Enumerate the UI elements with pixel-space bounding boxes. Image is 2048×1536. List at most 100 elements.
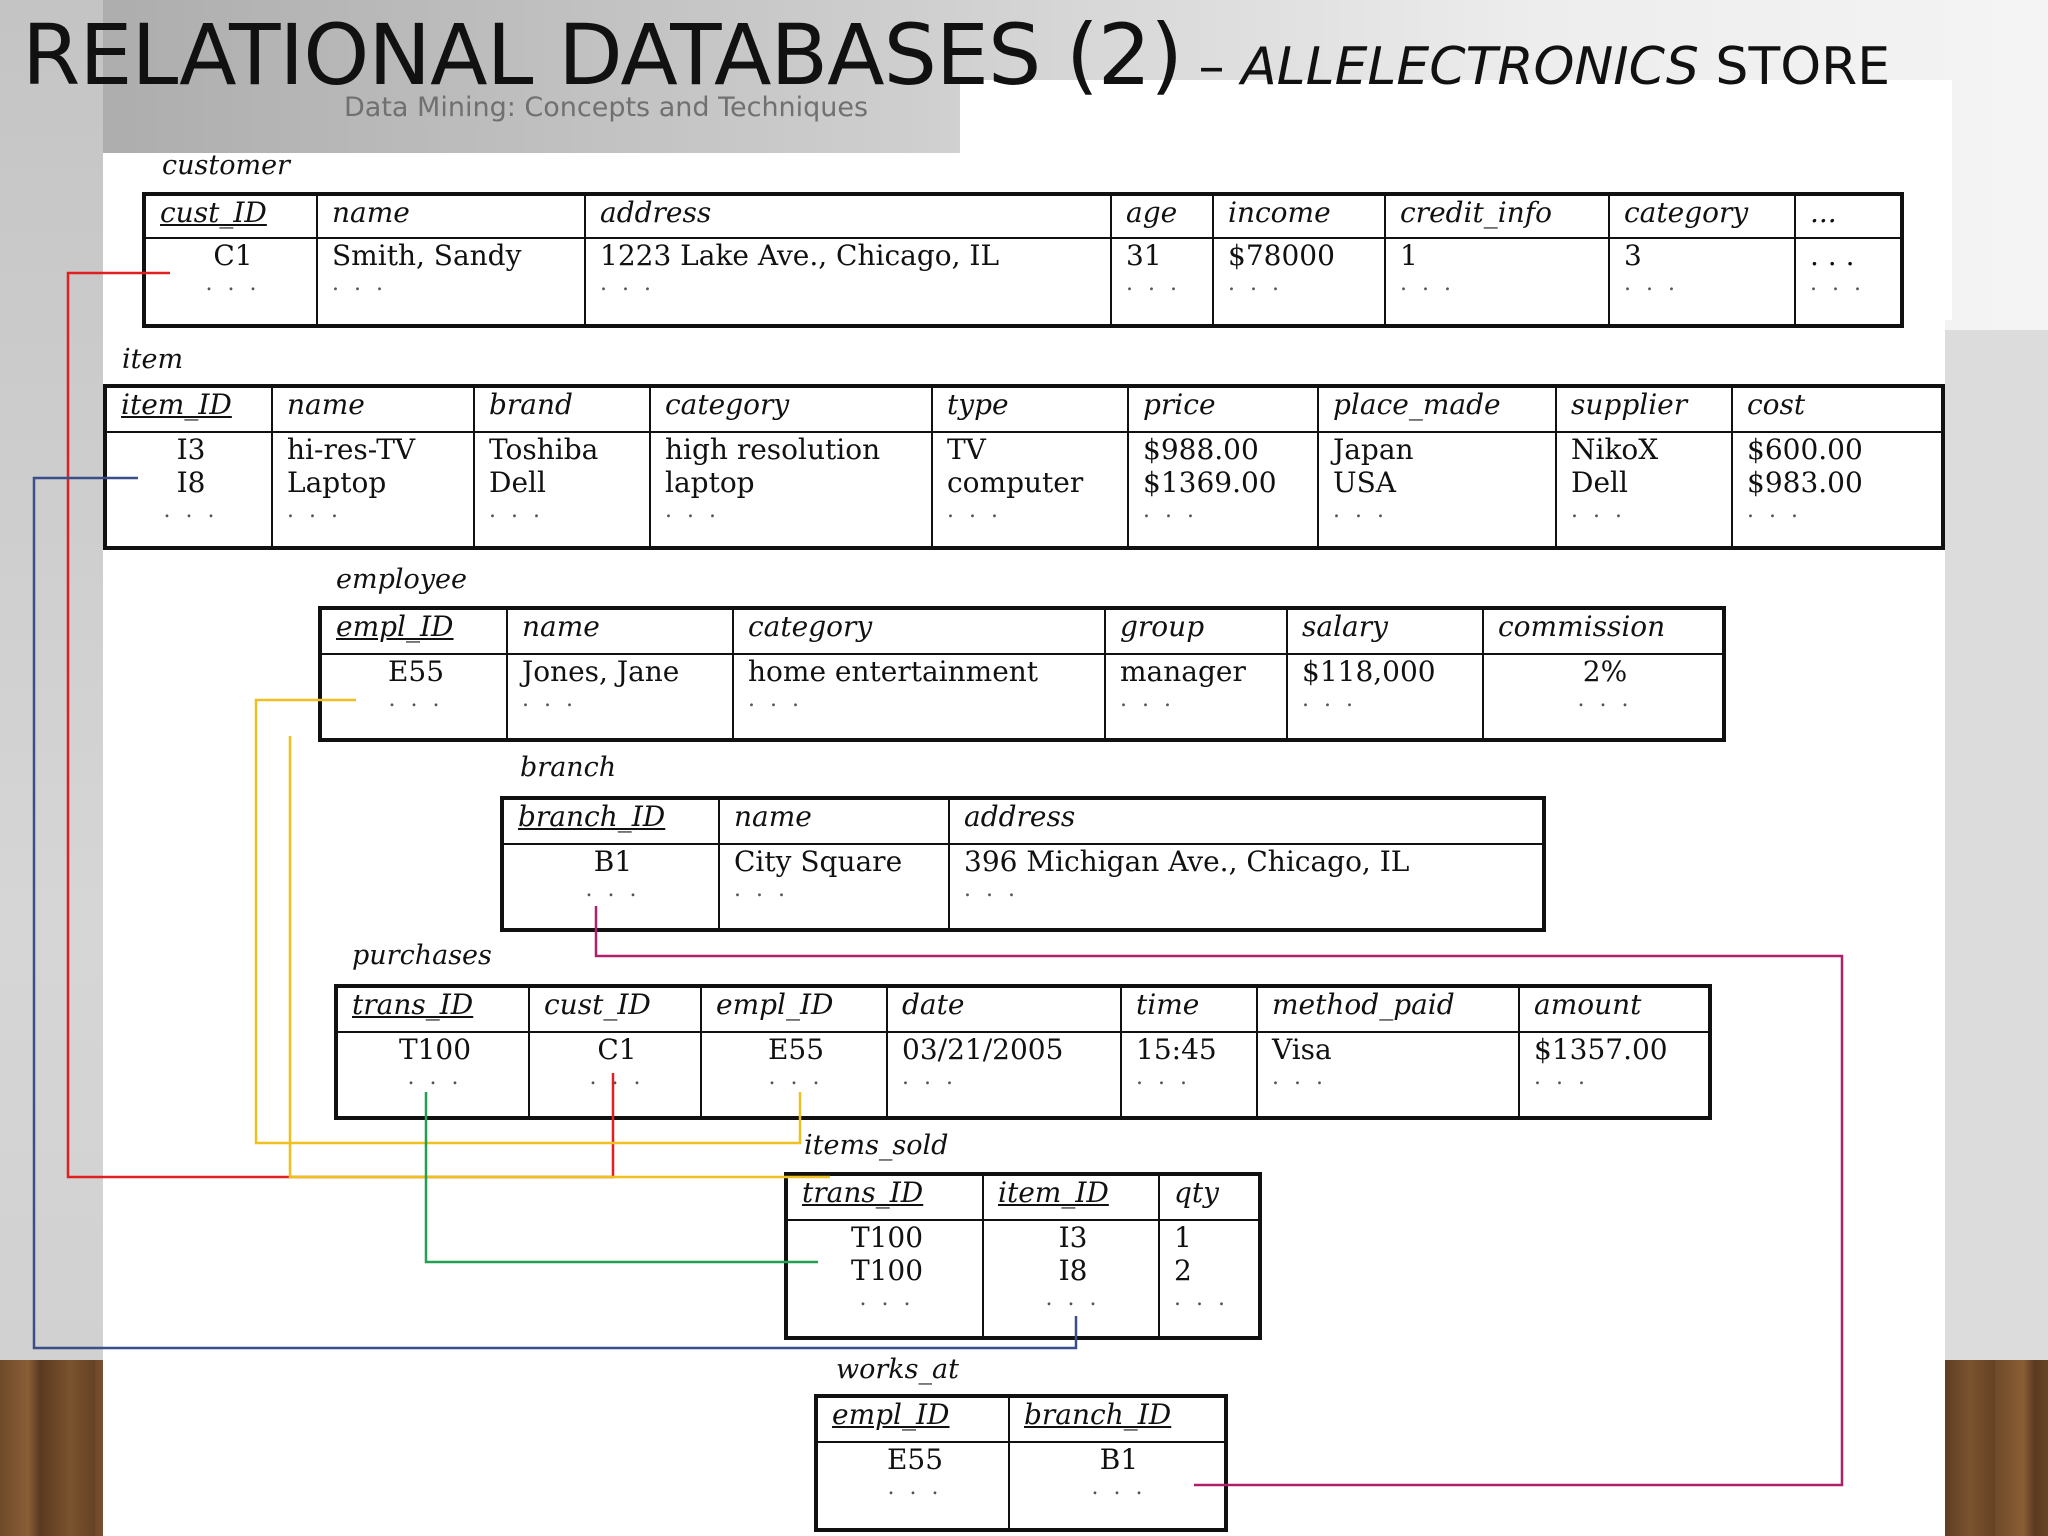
column-header: name: [506, 608, 734, 655]
customer-link-line: [66, 271, 615, 1179]
table-cell: Visa. . .: [1256, 1032, 1520, 1118]
table-cell: manager. . .: [1104, 654, 1288, 740]
table-name-branch: branch: [520, 752, 617, 783]
table-cell: Jones, Jane. . .: [506, 654, 734, 740]
table-cell: T100. . .: [335, 1032, 530, 1118]
table-name-customer: customer: [162, 150, 290, 181]
column-header: item_ID: [104, 386, 273, 433]
slide-title-dash: –: [1182, 37, 1242, 97]
column-header: category: [1608, 194, 1796, 239]
column-header: time: [1120, 986, 1258, 1033]
column-header: type: [931, 386, 1129, 433]
column-header: credit_info: [1384, 194, 1610, 239]
table-name-works-at: works_at: [836, 1354, 959, 1385]
table-cell: B1. . .: [1008, 1442, 1227, 1530]
customer-table: cust_ID name address age income credit_i…: [142, 192, 1904, 328]
column-header: cost: [1731, 386, 1944, 433]
table-row: E55. . . B1. . .: [815, 1442, 1227, 1530]
table-row: T100. . . C1. . . E55. . . 03/21/2005. .…: [335, 1032, 1711, 1118]
table-cell: $118,000. . .: [1286, 654, 1484, 740]
column-header: trans_ID: [785, 1174, 984, 1221]
column-header: empl_ID: [700, 986, 888, 1033]
table-name-items-sold: items_sold: [804, 1130, 949, 1161]
column-header: category: [649, 386, 933, 433]
table-cell: C1. . .: [528, 1032, 702, 1118]
column-header: ...: [1794, 194, 1903, 239]
column-header: salary: [1286, 608, 1484, 655]
column-header: supplier: [1555, 386, 1733, 433]
column-header: name: [316, 194, 586, 239]
table-name-purchases: purchases: [352, 940, 492, 971]
column-header: address: [584, 194, 1112, 239]
slide-subtitle: Data Mining: Concepts and Techniques: [344, 92, 869, 123]
slide-title: RELATIONAL DATABASES (2) – ALLELECTRONIC…: [22, 6, 1890, 104]
background-left-strip: [0, 0, 103, 1536]
transaction-link-line: [424, 1092, 818, 1264]
works-at-table: empl_ID branch_ID E55. . . B1. . .: [814, 1394, 1228, 1532]
employee-table: empl_ID name category group salary commi…: [318, 606, 1726, 742]
table-row: C1. . . Smith, Sandy. . . 1223 Lake Ave.…: [143, 238, 1903, 326]
table-cell: E55. . .: [319, 654, 508, 740]
column-header: category: [732, 608, 1106, 655]
table-cell: 2%. . .: [1482, 654, 1725, 740]
slide-title-store-name: ALLELECTRONICS: [1241, 37, 1699, 97]
table-row: E55. . . Jones, Jane. . . home entertain…: [319, 654, 1725, 740]
column-header: branch_ID: [501, 798, 720, 845]
table-cell: 1223 Lake Ave., Chicago, IL. . .: [584, 238, 1112, 326]
column-header: date: [886, 986, 1122, 1033]
column-header: qty: [1158, 1174, 1261, 1221]
column-header: cust_ID: [143, 194, 318, 239]
table-cell: City Square. . .: [718, 844, 950, 930]
column-header: brand: [473, 386, 651, 433]
column-header: place_made: [1317, 386, 1557, 433]
employee-link-line-2: [288, 736, 830, 1179]
table-cell: 3. . .: [1608, 238, 1796, 326]
table-cell: B1. . .: [501, 844, 720, 930]
column-header: name: [271, 386, 475, 433]
table-cell: $988.00$1369.00. . .: [1127, 432, 1319, 548]
column-header: age: [1110, 194, 1214, 239]
column-header: income: [1212, 194, 1386, 239]
table-cell: E55. . .: [700, 1032, 888, 1118]
table-cell: C1. . .: [143, 238, 318, 326]
column-header: commission: [1482, 608, 1725, 655]
branch-link-line: [594, 906, 1844, 1487]
column-header: group: [1104, 608, 1288, 655]
table-cell: $78000. . .: [1212, 238, 1386, 326]
column-header: item_ID: [982, 1174, 1160, 1221]
table-cell: Smith, Sandy. . .: [316, 238, 586, 326]
column-header: amount: [1518, 986, 1711, 1033]
column-header: empl_ID: [815, 1396, 1010, 1443]
table-cell: 15:45. . .: [1120, 1032, 1258, 1118]
table-name-item: item: [122, 344, 184, 375]
employee-link-line: [254, 698, 802, 1145]
table-cell: 396 Michigan Ave., Chicago, IL. . .: [948, 844, 1545, 930]
slide-title-main: RELATIONAL DATABASES (2): [22, 6, 1183, 104]
table-cell: 03/21/2005. . .: [886, 1032, 1122, 1118]
table-cell: $1357.00. . .: [1518, 1032, 1711, 1118]
table-cell: $600.00$983.00. . .: [1731, 432, 1944, 548]
column-header: cust_ID: [528, 986, 702, 1033]
table-cell: home entertainment. . .: [732, 654, 1106, 740]
slide-title-tail: STORE: [1698, 37, 1891, 97]
branch-table: branch_ID name address B1. . . City Squa…: [500, 796, 1546, 932]
column-header: branch_ID: [1008, 1396, 1227, 1443]
table-row: B1. . . City Square. . . 396 Michigan Av…: [501, 844, 1545, 930]
column-header: trans_ID: [335, 986, 530, 1033]
column-header: name: [718, 798, 950, 845]
table-name-employee: employee: [336, 564, 467, 595]
purchases-table: trans_ID cust_ID empl_ID date time metho…: [334, 984, 1712, 1120]
table-cell: . . .. . .: [1794, 238, 1903, 326]
